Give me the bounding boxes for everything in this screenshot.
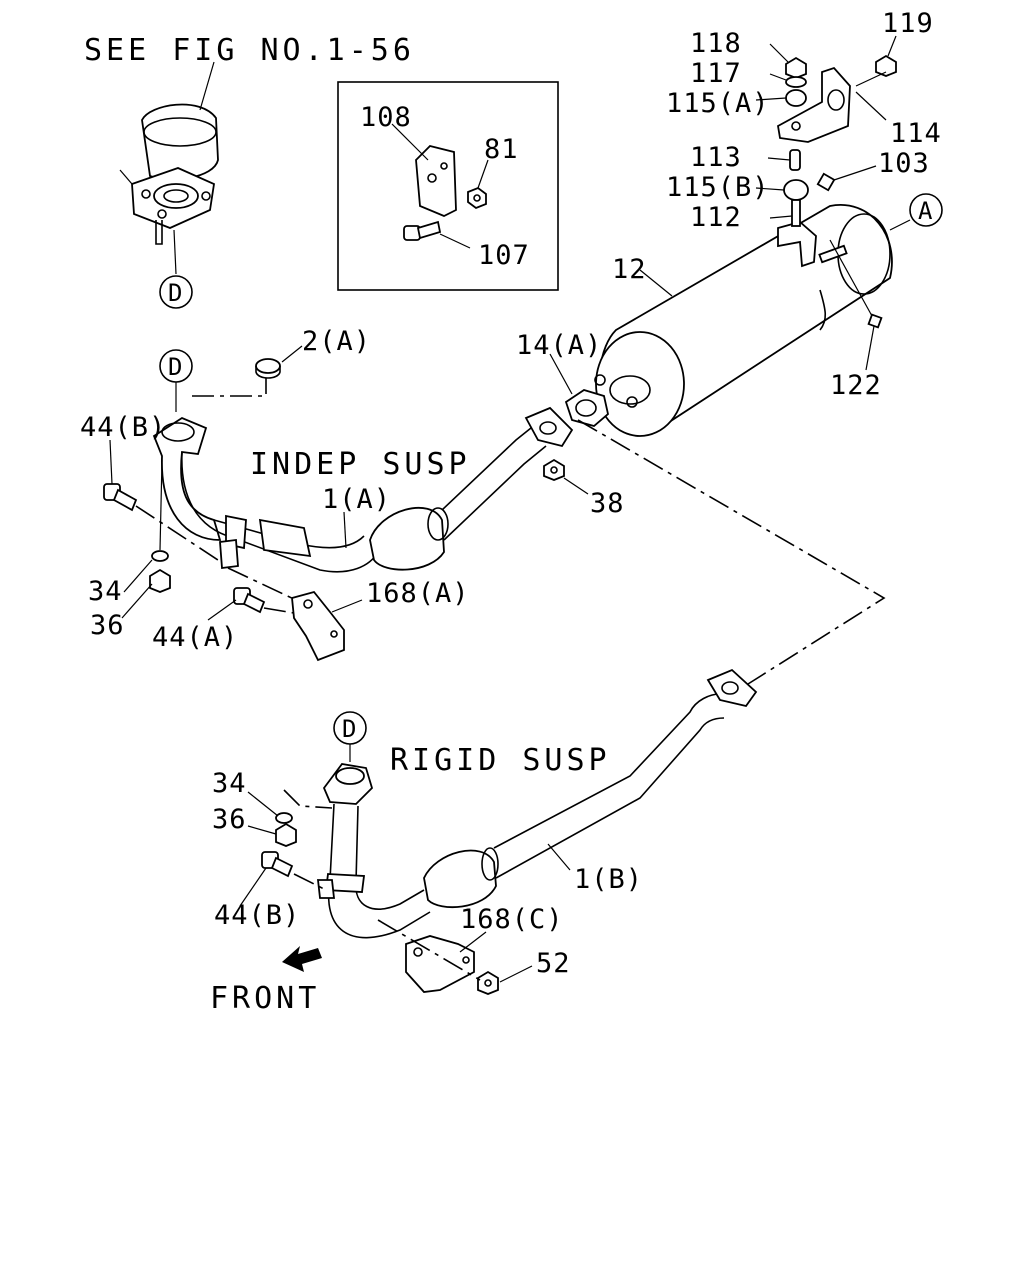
circle-d-marker-1: D: [159, 275, 193, 309]
label-103: 103: [878, 148, 930, 179]
inset-box: [337, 81, 559, 291]
label-52: 52: [536, 948, 571, 979]
see-fig-caption: SEE FIG NO.1-56: [84, 33, 415, 68]
label-36-lower: 36: [212, 804, 247, 835]
svg-text:D: D: [168, 279, 182, 307]
washer-34-part: [151, 550, 169, 562]
label-108: 108: [360, 102, 412, 133]
bolt-44a-part: [233, 587, 266, 614]
engine-manifold-part: [119, 61, 219, 245]
svg-text:D: D: [342, 715, 356, 743]
front-caption: FRONT: [210, 981, 320, 1016]
label-107: 107: [478, 240, 530, 271]
spacer-113-part: [789, 149, 801, 171]
label-2a: 2(A): [302, 326, 371, 357]
stud-122-part: [867, 313, 883, 329]
label-119: 119: [882, 8, 934, 39]
label-34-upper: 34: [88, 576, 123, 607]
label-44b-upper: 44(B): [80, 412, 166, 443]
label-115b: 115(B): [666, 172, 770, 203]
circle-a-marker: A: [909, 193, 943, 227]
label-118: 118: [690, 28, 742, 59]
bracket-168c-part: [405, 935, 475, 993]
rigid-susp-caption: RIGID SUSP: [390, 743, 611, 778]
washer-34-lower-part: [275, 812, 293, 824]
label-113: 113: [690, 142, 742, 173]
label-81: 81: [484, 134, 519, 165]
nut-118-part: [785, 56, 807, 79]
inset-bolt-part: [403, 220, 442, 241]
svg-text:D: D: [168, 353, 182, 381]
rubber-115b-part: [783, 179, 809, 201]
front-arrow-icon: [282, 946, 322, 972]
bolt-44b-part: [103, 483, 138, 512]
label-1a: 1(A): [322, 484, 391, 515]
label-115a: 115(A): [666, 88, 770, 119]
bolt-103-part: [816, 172, 836, 192]
label-38: 38: [590, 488, 625, 519]
front-pipe-1a-part: [152, 406, 574, 573]
muffler-part: [594, 204, 893, 437]
bracket-168a-part: [291, 590, 345, 662]
label-1b: 1(B): [574, 864, 643, 895]
circle-d-marker-3: D: [333, 711, 367, 745]
circle-d-marker-2: D: [159, 349, 193, 383]
nut-119-part: [875, 54, 897, 77]
label-114: 114: [890, 118, 942, 149]
label-34-lower: 34: [212, 768, 247, 799]
label-12: 12: [612, 254, 647, 285]
washer-117-part: [785, 76, 807, 88]
label-168a: 168(A): [366, 578, 470, 609]
svg-text:A: A: [918, 197, 933, 225]
bolt-44b-lower-part: [261, 851, 294, 878]
label-117: 117: [690, 58, 742, 89]
label-168c: 168(C): [460, 904, 564, 935]
rubber-115a-part: [785, 89, 807, 107]
rear-pipe-1b-part: [316, 668, 758, 939]
indep-susp-caption: INDEP SUSP: [250, 447, 471, 482]
nut-36-lower-part: [275, 822, 297, 847]
muffler-hanger-bracket: [777, 221, 848, 268]
inset-nut-part: [467, 186, 487, 210]
bolt-112-part: [791, 199, 801, 227]
gasket-14a-part: [564, 389, 609, 427]
bracket-114-part: [777, 66, 851, 143]
label-122: 122: [830, 370, 882, 401]
label-14a: 14(A): [516, 330, 602, 361]
label-112: 112: [690, 202, 742, 233]
nut-52-part: [477, 970, 499, 995]
nut-38-part: [543, 458, 565, 481]
gasket-2a-part: [255, 358, 281, 379]
label-36-upper: 36: [90, 610, 125, 641]
inset-bracket-part: [415, 145, 457, 217]
label-44b-lower: 44(B): [214, 900, 300, 931]
label-44a: 44(A): [152, 622, 238, 653]
nut-36-part: [149, 568, 171, 593]
